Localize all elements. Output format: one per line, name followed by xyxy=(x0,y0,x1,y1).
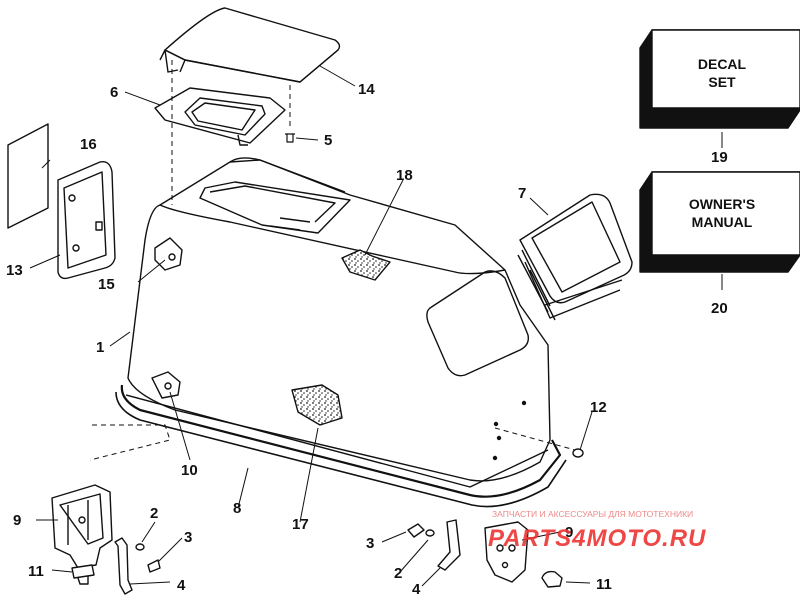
callout-4-left: 4 xyxy=(177,577,186,594)
callout-2-left: 2 xyxy=(150,505,158,522)
owners-manual-box xyxy=(639,171,800,273)
decal-set-line1: DECAL xyxy=(698,56,747,72)
callout-12: 12 xyxy=(590,399,607,416)
callout-18: 18 xyxy=(396,167,413,184)
callout-9-left: 9 xyxy=(13,512,21,529)
strap-4-right xyxy=(437,519,461,571)
bracket-9-right xyxy=(484,521,529,583)
callout-3-left: 3 xyxy=(184,529,192,546)
bracket-9-left xyxy=(51,484,113,569)
callout-2-right: 2 xyxy=(394,565,402,582)
decal-18 xyxy=(341,249,391,281)
callout-20: 20 xyxy=(711,300,728,317)
bumper-11-right xyxy=(541,570,563,588)
bumper-11-left xyxy=(71,564,95,579)
callout-11-right: 11 xyxy=(596,576,612,593)
watermark-tagline: ЗАПЧАСТИ И АКСЕССУАРЫ ДЛЯ МОТОТЕХНИКИ xyxy=(492,509,693,519)
callout-5: 5 xyxy=(324,132,332,149)
window-7 xyxy=(517,193,633,321)
callout-3-right: 3 xyxy=(366,535,374,552)
screw-3-right xyxy=(407,523,425,538)
seal-6 xyxy=(154,87,286,146)
callout-1: 1 xyxy=(96,339,104,356)
callout-15: 15 xyxy=(98,276,115,293)
decal-set-line2: SET xyxy=(708,74,736,90)
decal-17 xyxy=(291,384,343,426)
latch-15 xyxy=(154,237,183,271)
decal-set-box xyxy=(639,29,800,129)
latch-10 xyxy=(151,371,181,399)
callout-11-left: 11 xyxy=(28,563,44,580)
callout-10: 10 xyxy=(181,462,198,479)
owners-manual-line2: MANUAL xyxy=(692,214,753,230)
owners-manual-line1: OWNER'S xyxy=(689,196,755,212)
callout-19: 19 xyxy=(711,149,728,166)
callout-9-right: 9 xyxy=(565,524,573,541)
callout-8: 8 xyxy=(233,500,241,517)
top-cap xyxy=(159,7,341,83)
watermark-brand: PARTS4MOTO.RU xyxy=(488,525,706,552)
panel-16 xyxy=(7,123,49,229)
frame-13 xyxy=(57,161,116,280)
engine-cover xyxy=(115,157,567,508)
callout-4-right: 4 xyxy=(412,581,421,598)
washer-12 xyxy=(572,448,584,458)
strap-4-left xyxy=(114,537,133,595)
callout-17: 17 xyxy=(292,516,309,533)
callout-6: 6 xyxy=(110,84,118,101)
callout-14: 14 xyxy=(358,81,375,98)
leader-lines xyxy=(29,65,723,587)
screw-5 xyxy=(285,133,295,143)
callout-7: 7 xyxy=(518,185,526,202)
callout-13: 13 xyxy=(6,262,23,279)
callout-16: 16 xyxy=(80,136,97,153)
